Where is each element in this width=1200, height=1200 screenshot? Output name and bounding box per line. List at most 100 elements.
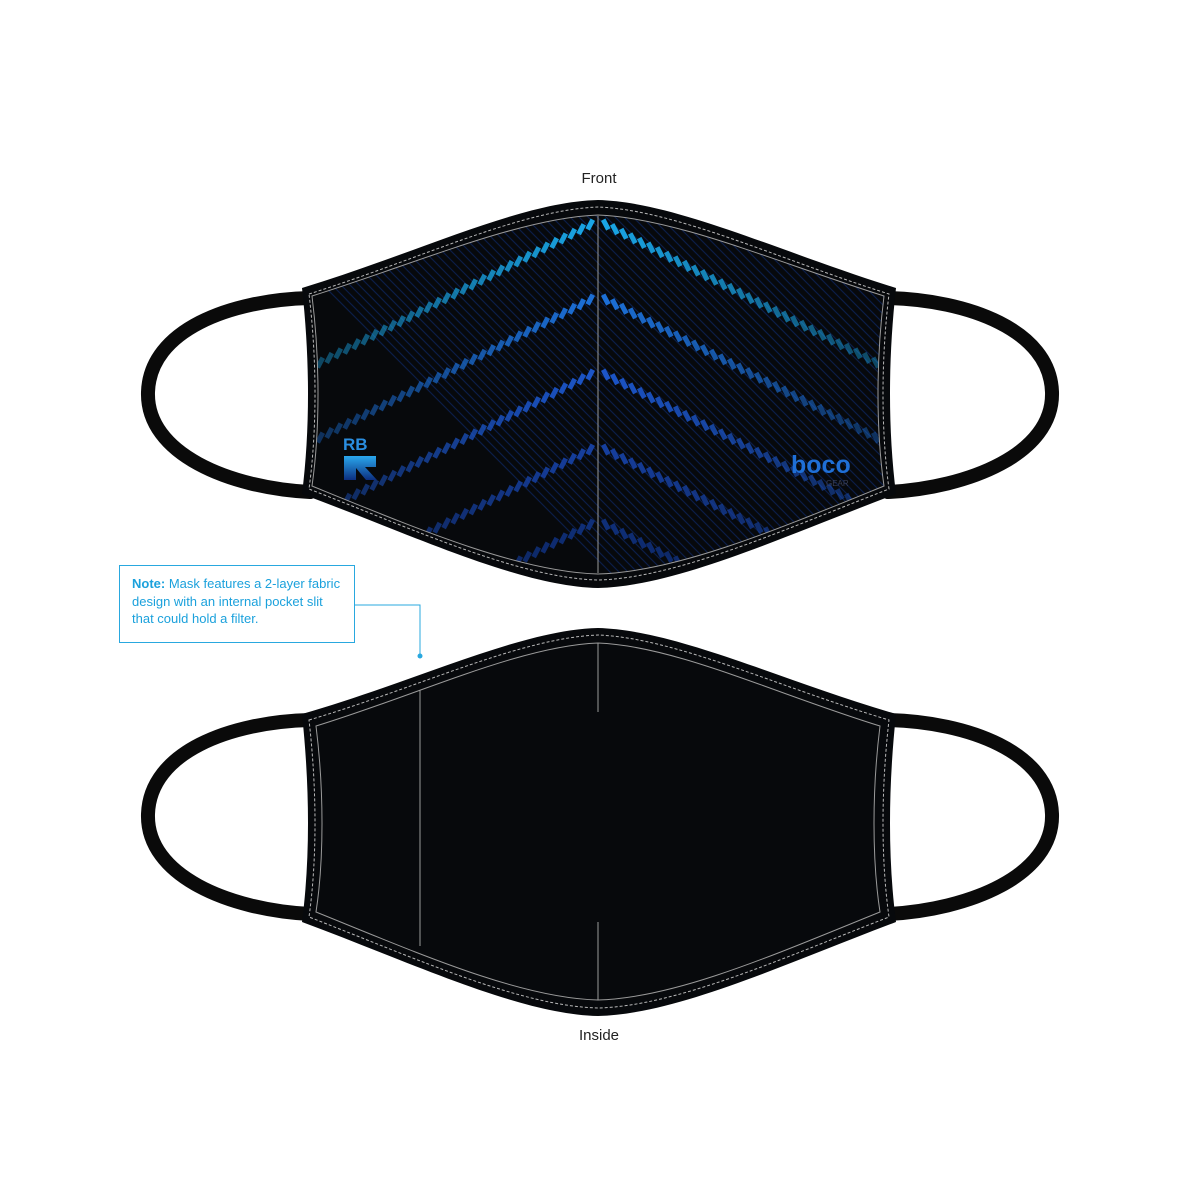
pattern-tile bbox=[627, 382, 638, 395]
pattern-line bbox=[312, 215, 837, 574]
pattern-tile bbox=[780, 460, 791, 473]
pattern-line bbox=[312, 215, 884, 574]
pattern-tile bbox=[681, 409, 692, 422]
pattern-tile bbox=[495, 264, 506, 277]
pattern-tile bbox=[378, 624, 388, 636]
rb-logo: RB bbox=[343, 435, 377, 480]
inside-right-ear-loop bbox=[881, 713, 1060, 921]
pattern-tile bbox=[681, 334, 692, 347]
pattern-tile bbox=[567, 302, 578, 315]
pattern-tile bbox=[636, 311, 647, 324]
pattern-tile bbox=[369, 478, 380, 491]
pattern-line bbox=[312, 215, 884, 574]
note-text: Mask features a 2-layer fabric design wi… bbox=[132, 576, 341, 626]
pattern-tile bbox=[387, 394, 398, 407]
front-left-ear-loop bbox=[140, 291, 317, 499]
pattern-tile bbox=[699, 419, 710, 432]
pattern-tile bbox=[852, 572, 863, 574]
pattern-tile bbox=[531, 471, 542, 484]
pattern-tile bbox=[405, 385, 416, 398]
pattern-tile bbox=[789, 465, 800, 478]
pattern-tile bbox=[816, 403, 827, 416]
pattern-tile bbox=[798, 469, 809, 482]
pattern-tile bbox=[789, 315, 800, 328]
pattern-tile bbox=[432, 296, 443, 309]
pattern-tile bbox=[486, 569, 497, 574]
pattern-tile bbox=[744, 442, 755, 455]
pattern-tile bbox=[699, 344, 710, 357]
pattern-tile bbox=[618, 302, 629, 315]
pattern-line bbox=[312, 215, 873, 574]
pattern-tile bbox=[834, 563, 845, 574]
pattern-tile bbox=[360, 333, 371, 346]
pattern-tile bbox=[567, 227, 578, 240]
pattern-tile bbox=[745, 592, 755, 604]
pattern-tile bbox=[699, 269, 710, 282]
pattern-tile bbox=[585, 518, 596, 531]
pattern-line bbox=[312, 215, 765, 574]
pattern-tile bbox=[549, 311, 560, 324]
pattern-tile bbox=[636, 236, 647, 249]
pattern-tile bbox=[735, 287, 746, 300]
pattern-line bbox=[312, 215, 801, 574]
pattern-tile bbox=[726, 507, 737, 520]
pattern-tile bbox=[396, 465, 407, 478]
pattern-tile bbox=[288, 520, 298, 532]
pattern-tile bbox=[342, 342, 353, 355]
pattern-tile bbox=[663, 400, 674, 413]
pattern-tile bbox=[495, 414, 506, 427]
pattern-tile bbox=[690, 339, 701, 352]
pattern-tile bbox=[717, 353, 728, 366]
pattern-tile bbox=[432, 521, 443, 534]
pattern-tile bbox=[889, 366, 899, 378]
pattern-tile bbox=[636, 536, 647, 549]
pattern-tile bbox=[843, 417, 854, 430]
pattern-tile bbox=[654, 321, 665, 334]
pattern-line bbox=[312, 215, 819, 574]
pattern-tile bbox=[378, 474, 389, 487]
pattern-tile bbox=[609, 523, 620, 536]
pattern-tile bbox=[486, 494, 497, 507]
pattern-tile bbox=[540, 541, 551, 554]
pattern-tile bbox=[333, 347, 344, 360]
pattern-tile bbox=[609, 298, 620, 311]
pattern-tile bbox=[576, 448, 587, 461]
pattern-tile bbox=[708, 498, 719, 511]
pattern-tile bbox=[558, 532, 569, 545]
pattern-tile bbox=[627, 307, 638, 320]
pattern-tile bbox=[636, 386, 647, 399]
pattern-line bbox=[312, 215, 884, 574]
pattern-tile bbox=[369, 553, 380, 566]
pattern-line bbox=[312, 215, 864, 574]
pattern-tile bbox=[549, 536, 560, 549]
pattern-tile bbox=[672, 480, 683, 493]
pattern-tile bbox=[726, 432, 737, 445]
pattern-tile bbox=[513, 480, 524, 493]
pattern-tile bbox=[816, 328, 827, 341]
pattern-tile bbox=[898, 520, 908, 532]
pattern-tile bbox=[396, 315, 407, 328]
pattern-tile bbox=[522, 250, 533, 263]
pattern-tile bbox=[699, 494, 710, 507]
front-mask-body bbox=[302, 200, 896, 588]
pattern-tile bbox=[762, 451, 773, 464]
pattern-tile bbox=[889, 591, 899, 603]
pattern-tile bbox=[663, 550, 674, 563]
pattern-tile bbox=[645, 241, 656, 254]
pattern-tile bbox=[351, 488, 362, 501]
pattern-line bbox=[312, 215, 884, 574]
pattern-tile bbox=[843, 342, 854, 355]
pattern-tile bbox=[808, 624, 818, 636]
pattern-tile bbox=[772, 606, 782, 618]
pattern-line bbox=[312, 215, 639, 574]
pattern-tile bbox=[862, 652, 872, 664]
pattern-tile bbox=[432, 371, 443, 384]
front-right-ear-loop bbox=[881, 291, 1060, 499]
pattern-tile bbox=[780, 385, 791, 398]
pattern-tile bbox=[414, 455, 425, 468]
pattern-tile bbox=[369, 328, 380, 341]
pattern-tile bbox=[816, 478, 827, 491]
pattern-line bbox=[312, 215, 828, 574]
pattern-tile bbox=[727, 583, 737, 595]
pattern-tile bbox=[423, 601, 433, 613]
